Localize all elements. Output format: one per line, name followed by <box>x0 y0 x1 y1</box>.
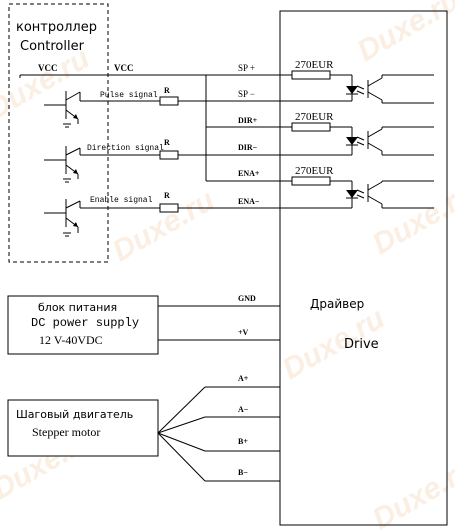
power-wires <box>158 305 280 341</box>
pin-sp-minus: SP − <box>238 89 255 99</box>
svg-text:Duxe.ru: Duxe.ru <box>367 177 455 261</box>
pin-b-minus: B− <box>238 468 248 477</box>
power-supply-line1: блок питания <box>38 301 117 314</box>
pulse-resistor <box>159 96 179 106</box>
power-supply-line2: DC power supply <box>31 316 139 330</box>
power-supply-line3: 12 V-40VDC <box>39 333 103 347</box>
resistor-value-1: 270EUR <box>295 59 334 71</box>
motor-wires <box>157 386 280 482</box>
vcc-left-label: VCC <box>38 63 58 73</box>
pin-ena-minus: ENA− <box>238 197 260 206</box>
opto-led-diodes <box>346 86 358 198</box>
motor-box <box>7 399 159 457</box>
drive-label-en: Drive <box>344 337 379 352</box>
pin-a-plus: A+ <box>238 374 249 383</box>
controller-box <box>8 3 109 263</box>
resistor-value-3: 270EUR <box>295 165 334 177</box>
motor-line2: Stepper motor <box>32 425 100 439</box>
vcc-rail <box>19 74 280 182</box>
pin-gnd: GND <box>238 294 256 303</box>
controller-label-en: Controller <box>20 39 85 54</box>
drive-box <box>279 10 448 526</box>
motor-line1: Шаговый двигатель <box>16 408 133 421</box>
pin-a-minus: A− <box>238 405 249 414</box>
enable-resistor-label: R <box>164 191 170 200</box>
opto-circuits <box>280 70 434 209</box>
enable-signal-label: Enable signal <box>90 196 153 205</box>
pin-ena-plus: ENA+ <box>238 169 260 178</box>
svg-text:Duxe.ru: Duxe.ru <box>352 0 455 68</box>
vcc-right-label: VCC <box>114 63 134 73</box>
direction-resistor <box>159 150 179 160</box>
enable-transistor <box>44 199 160 237</box>
pulse-emitter-arrow <box>73 114 78 119</box>
pin-b-plus: B+ <box>238 437 248 446</box>
direction-signal-label: Direction signal <box>87 144 164 153</box>
enable-resistor <box>159 203 179 213</box>
opto-light-arrows <box>356 85 365 199</box>
resistor-value-2: 270EUR <box>295 111 334 123</box>
pin-dir-minus: DIR− <box>238 143 258 152</box>
drive-label-ru: Драйвер <box>310 297 364 311</box>
pin-sp-plus: SP + <box>238 63 255 73</box>
direction-emitter-arrow <box>73 169 78 174</box>
svg-text:Duxe.ru: Duxe.ru <box>0 42 95 126</box>
enable-emitter-arrow <box>73 222 78 227</box>
svg-text:Duxe.ru: Duxe.ru <box>367 452 455 532</box>
controller-label-ru: контроллер <box>16 20 97 35</box>
pulse-resistor-label: R <box>164 86 170 95</box>
power-supply-box <box>7 295 159 355</box>
pulse-signal-label: Pulse signal <box>100 91 158 100</box>
pin-vplus: +V <box>238 328 249 337</box>
direction-resistor-label: R <box>164 138 170 147</box>
pulse-transistor <box>44 91 160 128</box>
pin-dir-plus: DIR+ <box>238 116 258 125</box>
